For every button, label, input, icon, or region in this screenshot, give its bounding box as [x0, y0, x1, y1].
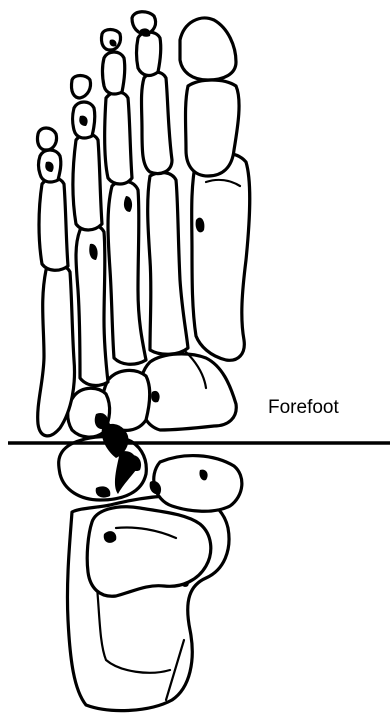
navicular — [154, 456, 242, 512]
fifth-metatarsal — [38, 265, 75, 436]
third-metatarsal — [108, 181, 146, 364]
fourth-toe-phalanges — [71, 76, 102, 231]
second-toe-phalanges — [132, 12, 172, 174]
big-toe-proximal-phalanx — [186, 80, 240, 176]
third-toe-phalanges — [101, 30, 132, 185]
fourth-metatarsal — [76, 225, 108, 386]
big-toe-distal-phalanx — [180, 18, 236, 80]
first-metatarsal — [192, 153, 250, 361]
fifth-toe-phalanges — [37, 128, 68, 270]
second-metatarsal — [148, 173, 188, 355]
forefoot-label: Forefoot — [268, 398, 339, 417]
